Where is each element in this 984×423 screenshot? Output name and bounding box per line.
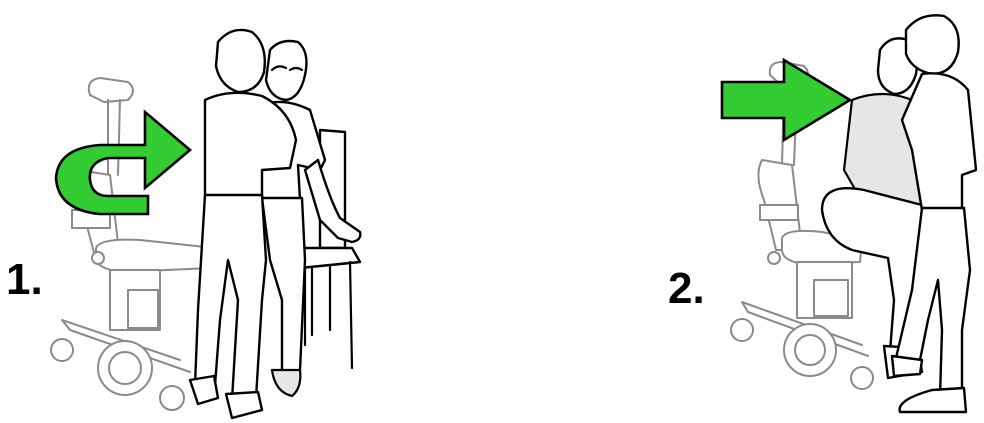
step-1-illustration <box>0 0 492 423</box>
wheelchair <box>51 78 218 410</box>
u-turn-arrow-icon <box>56 112 190 214</box>
right-arrow-icon <box>722 60 850 140</box>
step-1-panel: 1. <box>0 0 492 423</box>
step-2-illustration <box>492 0 984 423</box>
step-2-panel: 2. <box>492 0 984 423</box>
